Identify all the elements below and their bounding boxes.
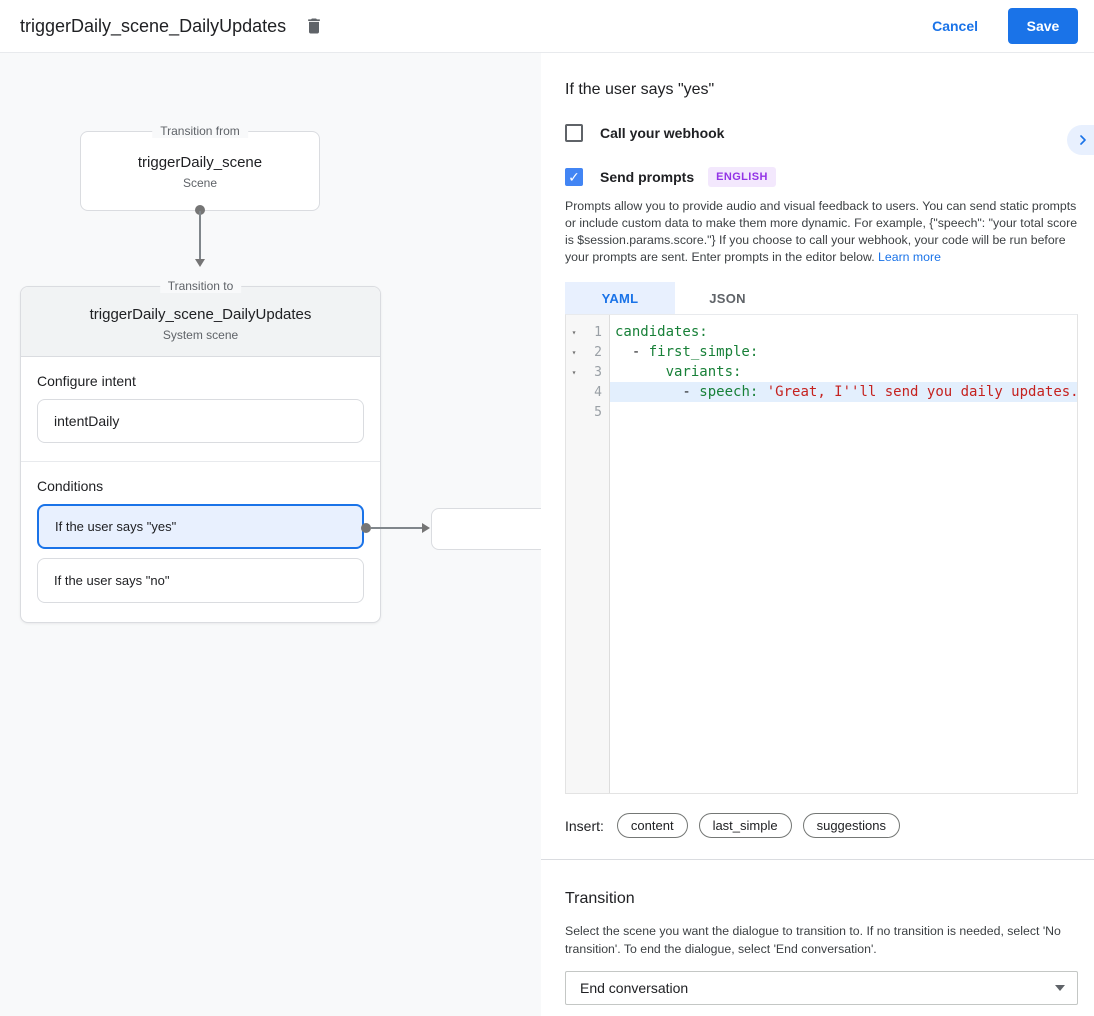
send-prompts-row: ✓ Send prompts ENGLISH <box>565 167 1078 187</box>
insert-chip-suggestions[interactable]: suggestions <box>802 813 900 838</box>
send-prompts-checkbox[interactable]: ✓ <box>565 168 583 186</box>
intent-item[interactable]: intentDaily <box>37 399 364 443</box>
language-badge: ENGLISH <box>708 167 776 187</box>
code-token: candidates: <box>615 324 708 340</box>
transition-target-node[interactable] <box>431 508 541 550</box>
insert-chip-last-simple[interactable]: last_simple <box>698 813 792 838</box>
code-token: - <box>615 344 649 360</box>
scene-graph-canvas: Transition from triggerDaily_scene Scene… <box>0 53 541 1016</box>
line-number: 5 <box>594 404 602 420</box>
arrow-right-icon <box>422 523 430 533</box>
code-editor[interactable]: ▾ 1 ▾ 2 ▾ 3 4 5 candidates: - first_simple: var… <box>565 314 1078 794</box>
insert-row: Insert: content last_simple suggestions <box>565 813 1078 838</box>
panel-heading: If the user says "yes" <box>565 81 715 98</box>
scene-title: triggerDaily_scene_DailyUpdates <box>89 306 312 323</box>
insert-label: Insert: <box>565 817 604 834</box>
line-number: 3 <box>594 364 602 380</box>
connector-dot <box>361 523 371 533</box>
collapse-panel-button[interactable] <box>1067 125 1094 155</box>
top-bar: triggerDaily_scene_DailyUpdates Cancel S… <box>0 0 1094 53</box>
webhook-checkbox[interactable] <box>565 124 583 142</box>
send-prompts-label: Send prompts <box>600 169 695 185</box>
transition-from-legend: Transition from <box>152 124 248 138</box>
connector-dot <box>195 205 205 215</box>
code-line[interactable]: - first_simple: <box>610 342 1077 362</box>
code-token <box>758 384 766 400</box>
condition-item-yes[interactable]: If the user says "yes" <box>37 504 364 549</box>
dropdown-caret-icon <box>1055 985 1065 991</box>
condition-detail-panel: If the user says "yes" Call your webhook… <box>541 53 1094 1016</box>
condition-item-no[interactable]: If the user says "no" <box>37 558 364 603</box>
learn-more-link[interactable]: Learn more <box>878 250 941 264</box>
tab-json[interactable]: JSON <box>675 282 780 314</box>
delete-button[interactable] <box>302 14 326 38</box>
line-number: 4 <box>594 384 602 400</box>
card-divider <box>21 461 380 462</box>
editor-code[interactable]: candidates: - first_simple: variants: - … <box>610 315 1077 793</box>
code-line[interactable]: variants: <box>610 362 1077 382</box>
code-token: speech: <box>699 384 759 400</box>
from-scene-subtitle: Scene <box>182 176 218 190</box>
editor-format-tabs: YAML JSON <box>565 282 1078 314</box>
panel-divider <box>541 859 1094 860</box>
code-token <box>615 364 666 380</box>
code-token: 'Great, I''ll send you daily updates. <box>766 384 1077 400</box>
code-token: - <box>615 384 700 400</box>
configure-intent-label: Configure intent <box>37 373 136 389</box>
fold-icon[interactable]: ▾ <box>571 347 577 357</box>
scene-subtitle: System scene <box>162 328 239 342</box>
code-line[interactable] <box>610 402 1077 422</box>
chevron-right-icon <box>1075 132 1091 148</box>
code-token: variants: <box>665 364 742 380</box>
transition-to-legend: Transition to <box>159 279 242 293</box>
editor-gutter: ▾ 1 ▾ 2 ▾ 3 4 5 <box>566 315 610 793</box>
save-button[interactable]: Save <box>1008 8 1078 44</box>
scene-card-header: triggerDaily_scene_DailyUpdates System s… <box>21 287 380 357</box>
connector-line-horizontal <box>371 527 423 529</box>
prompts-description: Prompts allow you to provide audio and v… <box>565 198 1080 266</box>
code-line[interactable]: - speech: 'Great, I''ll send you daily u… <box>610 382 1077 402</box>
transition-from-node[interactable]: Transition from triggerDaily_scene Scene <box>80 124 320 211</box>
prompts-description-text: Prompts allow you to provide audio and v… <box>565 199 1078 264</box>
transition-select-value: End conversation <box>580 980 689 996</box>
cancel-button[interactable]: Cancel <box>932 18 978 34</box>
conditions-label: Conditions <box>37 478 104 494</box>
scene-card-body: Configure intent intentDaily Conditions … <box>21 357 380 628</box>
insert-chip-content[interactable]: content <box>616 813 688 838</box>
line-number: 2 <box>594 344 602 360</box>
webhook-row: Call your webhook <box>565 124 1078 142</box>
line-number: 1 <box>594 324 602 340</box>
connector-line-vertical <box>199 211 201 260</box>
webhook-label: Call your webhook <box>600 125 725 141</box>
transition-description: Select the scene you want the dialogue t… <box>565 924 1061 956</box>
transition-to-node[interactable]: Transition to triggerDaily_scene_DailyUp… <box>20 279 381 623</box>
code-line[interactable]: candidates: <box>610 322 1077 342</box>
trash-icon <box>304 16 324 36</box>
tab-yaml[interactable]: YAML <box>565 282 675 314</box>
transition-select[interactable]: End conversation <box>565 971 1078 1005</box>
from-scene-title: triggerDaily_scene <box>137 154 263 171</box>
arrow-down-icon <box>195 259 205 267</box>
transition-heading: Transition <box>565 890 635 907</box>
page-title: triggerDaily_scene_DailyUpdates <box>20 15 287 36</box>
fold-icon[interactable]: ▾ <box>571 367 577 377</box>
code-token: first_simple: <box>648 344 759 360</box>
fold-icon[interactable]: ▾ <box>571 327 577 337</box>
